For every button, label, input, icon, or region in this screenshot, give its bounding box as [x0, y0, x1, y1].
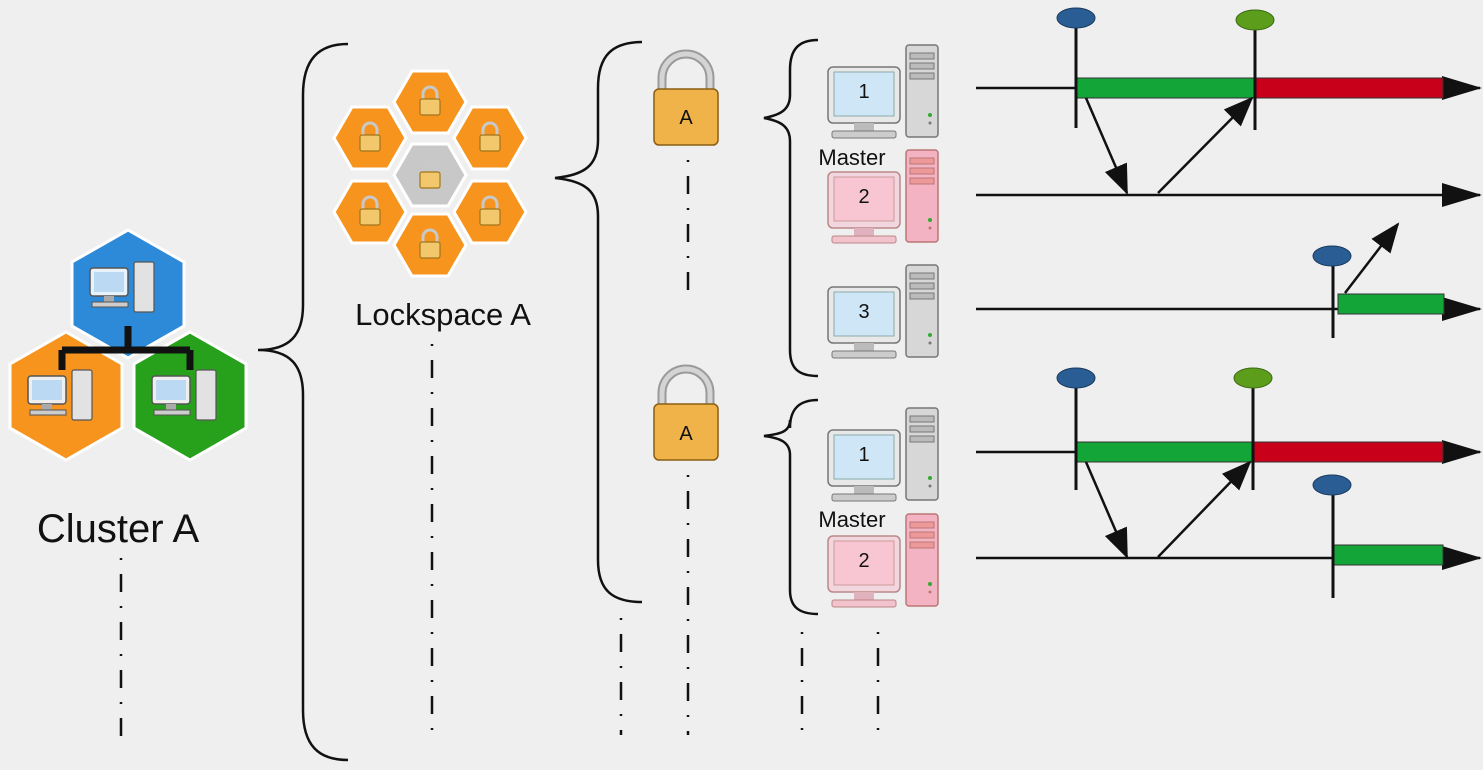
request-marker — [1056, 7, 1096, 29]
request-marker — [1312, 474, 1352, 496]
node-number: 3 — [858, 301, 869, 323]
node-number: 2 — [858, 550, 869, 572]
desktop-computer-icon — [827, 149, 939, 244]
lockspace-icon — [332, 69, 528, 278]
lock-held-bar — [1332, 544, 1444, 566]
padlock-icon — [653, 49, 719, 146]
release-marker — [1233, 367, 1273, 389]
lock-held-bar — [1076, 77, 1256, 99]
brace-group-1 — [763, 38, 819, 378]
lock-letter: A — [679, 423, 693, 445]
lockspace-label: Lockspace A — [355, 297, 531, 332]
lock-held-bar — [1337, 293, 1445, 315]
lock-released-bar — [1254, 77, 1444, 99]
brace-lockspace — [554, 40, 643, 604]
brace-group-2 — [763, 398, 819, 616]
node-number: 1 — [858, 81, 869, 103]
node-number: 2 — [858, 186, 869, 208]
cluster-label: Cluster A — [37, 507, 200, 551]
desktop-computer-icon — [827, 264, 939, 359]
request-marker — [1056, 367, 1096, 389]
message-arrow — [1157, 96, 1254, 194]
node-role: Master — [818, 507, 885, 532]
request-marker — [1312, 245, 1352, 267]
node-number: 1 — [858, 444, 869, 466]
desktop-computer-icon — [827, 407, 939, 502]
node-role: Master — [818, 145, 885, 170]
padlock-icon — [653, 364, 719, 461]
message-arrow — [1084, 461, 1129, 559]
message-arrow — [1084, 97, 1129, 195]
lock-held-bar — [1076, 441, 1254, 463]
brace-cluster — [257, 42, 349, 762]
desktop-computer-icon — [827, 44, 939, 139]
desktop-computer-icon — [827, 513, 939, 608]
lock-released-bar — [1252, 441, 1444, 463]
message-arrow — [1157, 460, 1252, 558]
cluster-icon — [8, 228, 248, 462]
lock-letter: A — [679, 107, 693, 129]
release-marker — [1235, 9, 1275, 31]
message-arrow — [1344, 222, 1400, 294]
